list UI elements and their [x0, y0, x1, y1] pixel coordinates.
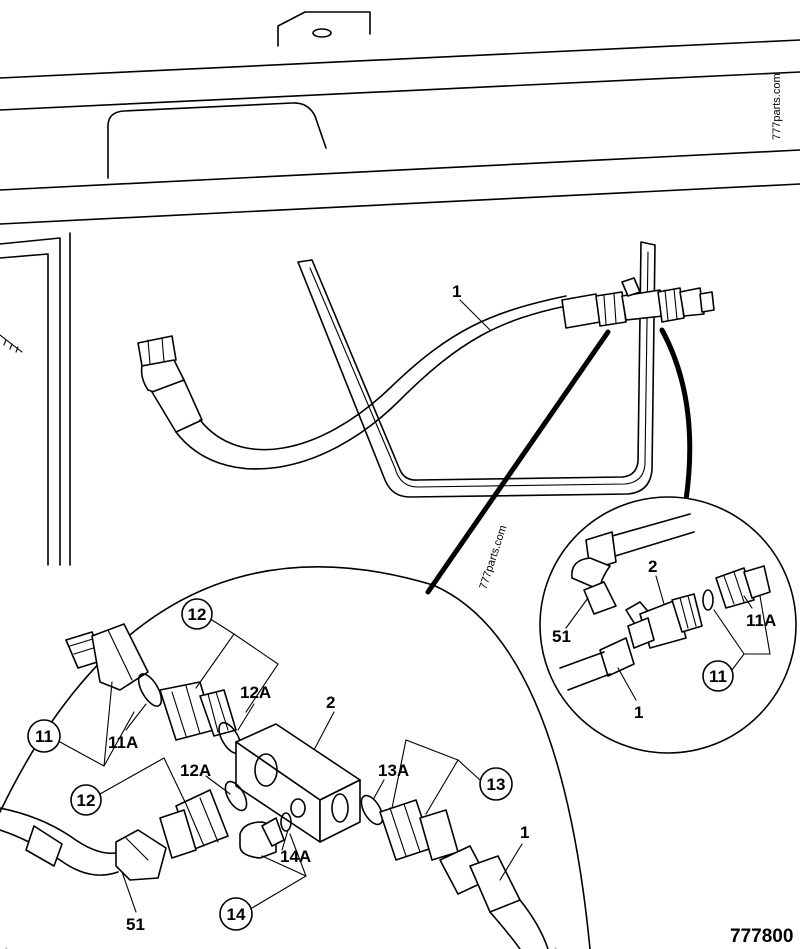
label-14a: 14A — [280, 847, 311, 866]
label-12a-top: 12A — [240, 683, 271, 702]
label-hose-1: 1 — [520, 823, 529, 842]
svg-text:12: 12 — [188, 605, 207, 624]
svg-text:11: 11 — [709, 667, 727, 686]
fitting-12-lower-detail — [159, 789, 229, 859]
hose-1-right — [559, 637, 635, 691]
callout-11-right: 11 — [702, 595, 771, 692]
callout-13: 13 — [391, 739, 513, 815]
watermark-middle: 777parts.com — [477, 524, 509, 591]
label-hose-51-right: 51 — [552, 627, 571, 646]
svg-text:12: 12 — [77, 791, 96, 810]
mounting-bracket — [297, 241, 656, 498]
tee-block-2-detail — [235, 723, 361, 843]
plug-14-detail — [239, 817, 285, 859]
label-block-2: 2 — [326, 693, 335, 712]
label-hose-51: 51 — [126, 915, 145, 934]
label-11a: 11A — [108, 733, 138, 752]
svg-text:14: 14 — [227, 905, 246, 924]
hose-51-detail — [0, 807, 167, 881]
fitting-11-right — [715, 565, 771, 609]
detail-view-left: 12 12A 2 11 11A 12A 12 13A 13 — [0, 566, 591, 949]
label-hose-1-right: 1 — [634, 703, 643, 722]
label-12a-mid: 12A — [180, 761, 211, 780]
tee-fitting-2-right — [625, 593, 703, 649]
svg-text:11: 11 — [35, 727, 53, 746]
callout-14: 14 — [219, 833, 307, 931]
svg-text:13: 13 — [487, 775, 506, 794]
drawing-number: 777800 — [730, 926, 793, 947]
fitting-11-detail — [65, 623, 149, 691]
fitting-12-top-detail — [159, 681, 237, 741]
label-main-hose: 1 — [452, 282, 461, 301]
detail-view-right: 2 51 11A 11 1 — [539, 496, 797, 754]
fitting-13-detail — [379, 799, 459, 861]
callout-12-mid: 12 — [70, 757, 187, 816]
main-hose-assembly — [137, 277, 715, 470]
label-tee-2-right: 2 — [648, 557, 657, 576]
watermark-top: 777parts.com — [771, 73, 783, 140]
label-11a-right: 11A — [746, 611, 776, 630]
callout-11: 11 — [27, 681, 135, 767]
hose-51-right — [571, 513, 695, 615]
callout-12-top: 12 — [181, 598, 279, 713]
hose-1-detail — [439, 845, 549, 949]
label-13a: 13A — [378, 761, 409, 780]
machine-frame — [0, 11, 800, 566]
